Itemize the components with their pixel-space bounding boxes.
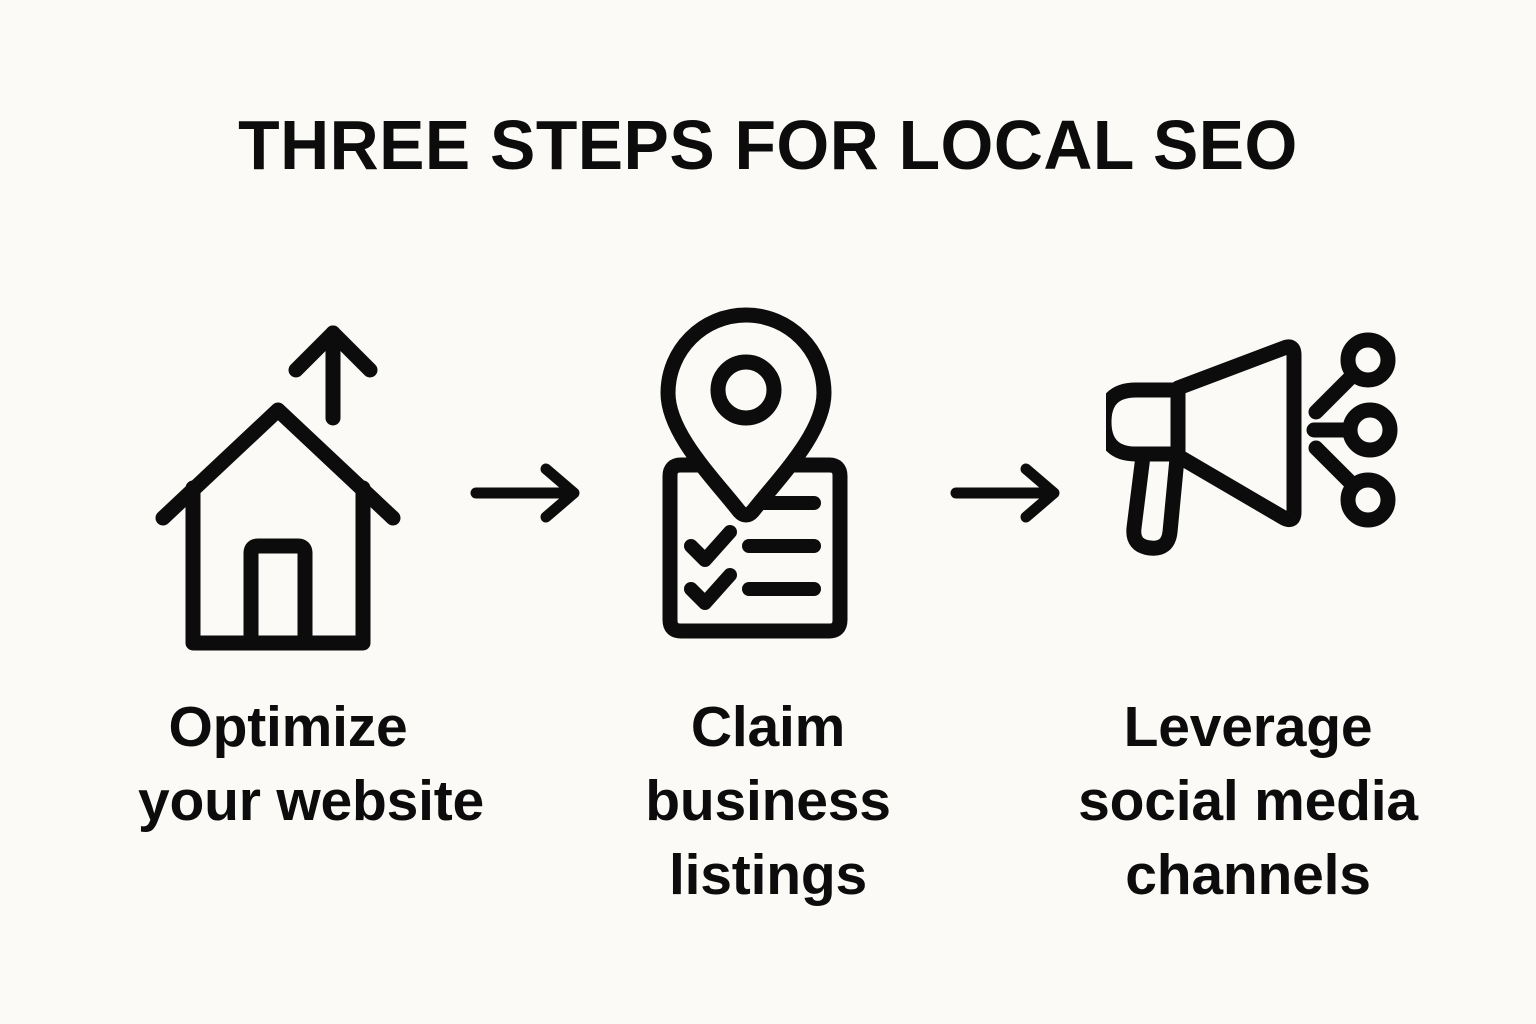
arrow-right-icon bbox=[950, 463, 1060, 522]
map-pin-hole bbox=[710, 354, 782, 426]
step-3-caption: Leverage social media channels bbox=[1068, 690, 1428, 912]
broadcast-node-middle bbox=[1342, 402, 1398, 458]
megaphone-broadcast-icon bbox=[1106, 332, 1398, 556]
house-with-up-arrow-icon bbox=[155, 325, 401, 651]
step-1-caption-line-1: Optimize bbox=[168, 695, 408, 759]
house-walls bbox=[185, 480, 371, 651]
step-3-caption-line-1: Leverage bbox=[1123, 695, 1373, 759]
house-door bbox=[243, 538, 313, 651]
arrow-right-icon bbox=[470, 463, 580, 522]
megaphone-body bbox=[1106, 382, 1186, 462]
broadcast-node-top bbox=[1340, 332, 1396, 388]
broadcast-stem-bottom bbox=[1308, 440, 1357, 489]
step-1-caption-line-2: your website bbox=[138, 769, 485, 833]
step-2-caption-line-2: business bbox=[645, 769, 891, 833]
step-2-caption-line-1: Claim bbox=[690, 695, 846, 759]
house-roof bbox=[155, 402, 401, 526]
step-1-caption: Optimize your website bbox=[138, 690, 485, 838]
step-3-caption-line-3: channels bbox=[1125, 843, 1371, 907]
arrow-head bbox=[1020, 463, 1060, 522]
broadcast-stem-top bbox=[1308, 371, 1357, 420]
up-arrow-head bbox=[288, 325, 378, 378]
step-2-caption-line-3: listings bbox=[669, 843, 867, 907]
steps-caption-row: Optimize your website Claim business lis… bbox=[0, 690, 1536, 930]
map-pin-checklist-icon bbox=[660, 307, 848, 639]
checklist-checkmark-2 bbox=[684, 525, 737, 567]
step-1-icon-container bbox=[138, 280, 438, 680]
steps-icon-row bbox=[0, 280, 1536, 680]
page-title: THREE STEPS FOR LOCAL SEO bbox=[238, 106, 1298, 184]
arrow-head bbox=[540, 463, 580, 522]
step-2-caption: Claim business listings bbox=[618, 690, 918, 912]
megaphone-handle bbox=[1126, 440, 1186, 556]
checklist-checkmark-3 bbox=[684, 568, 737, 610]
step-3-icon-container bbox=[1098, 280, 1398, 680]
step-3-caption-line-2: social media bbox=[1078, 769, 1418, 833]
connector-1-container bbox=[438, 280, 618, 680]
step-2-icon-container bbox=[618, 280, 918, 680]
connector-2-container bbox=[918, 280, 1098, 680]
broadcast-node-bottom bbox=[1340, 472, 1396, 528]
megaphone-cone bbox=[1170, 339, 1302, 527]
